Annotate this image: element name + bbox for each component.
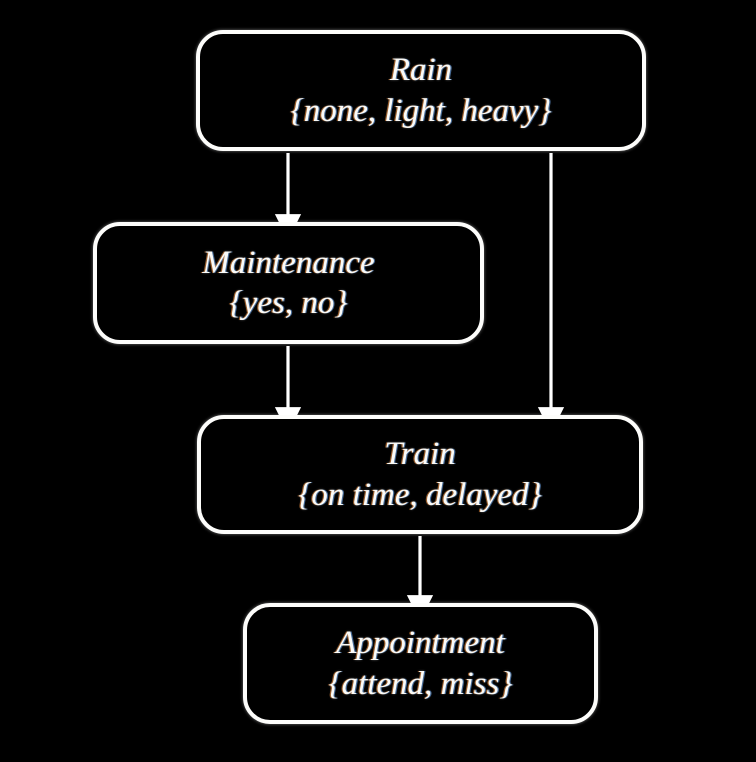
node-maintenance-states: {yes, no} <box>229 285 348 321</box>
node-appointment-label: Appointment <box>336 625 505 662</box>
node-rain[interactable]: Rain {none, light, heavy} <box>196 30 646 151</box>
node-maintenance-label: Maintenance <box>202 244 375 281</box>
node-appointment[interactable]: Appointment {attend, miss} <box>243 603 598 724</box>
node-maintenance[interactable]: Maintenance {yes, no} <box>93 222 484 344</box>
node-train-states: {on time, delayed} <box>298 476 542 513</box>
node-train[interactable]: Train {on time, delayed} <box>197 415 643 534</box>
node-appointment-states: {attend, miss} <box>328 665 513 702</box>
node-train-label: Train <box>384 436 456 473</box>
node-rain-states: {none, light, heavy} <box>290 92 552 129</box>
node-rain-label: Rain <box>389 52 453 89</box>
